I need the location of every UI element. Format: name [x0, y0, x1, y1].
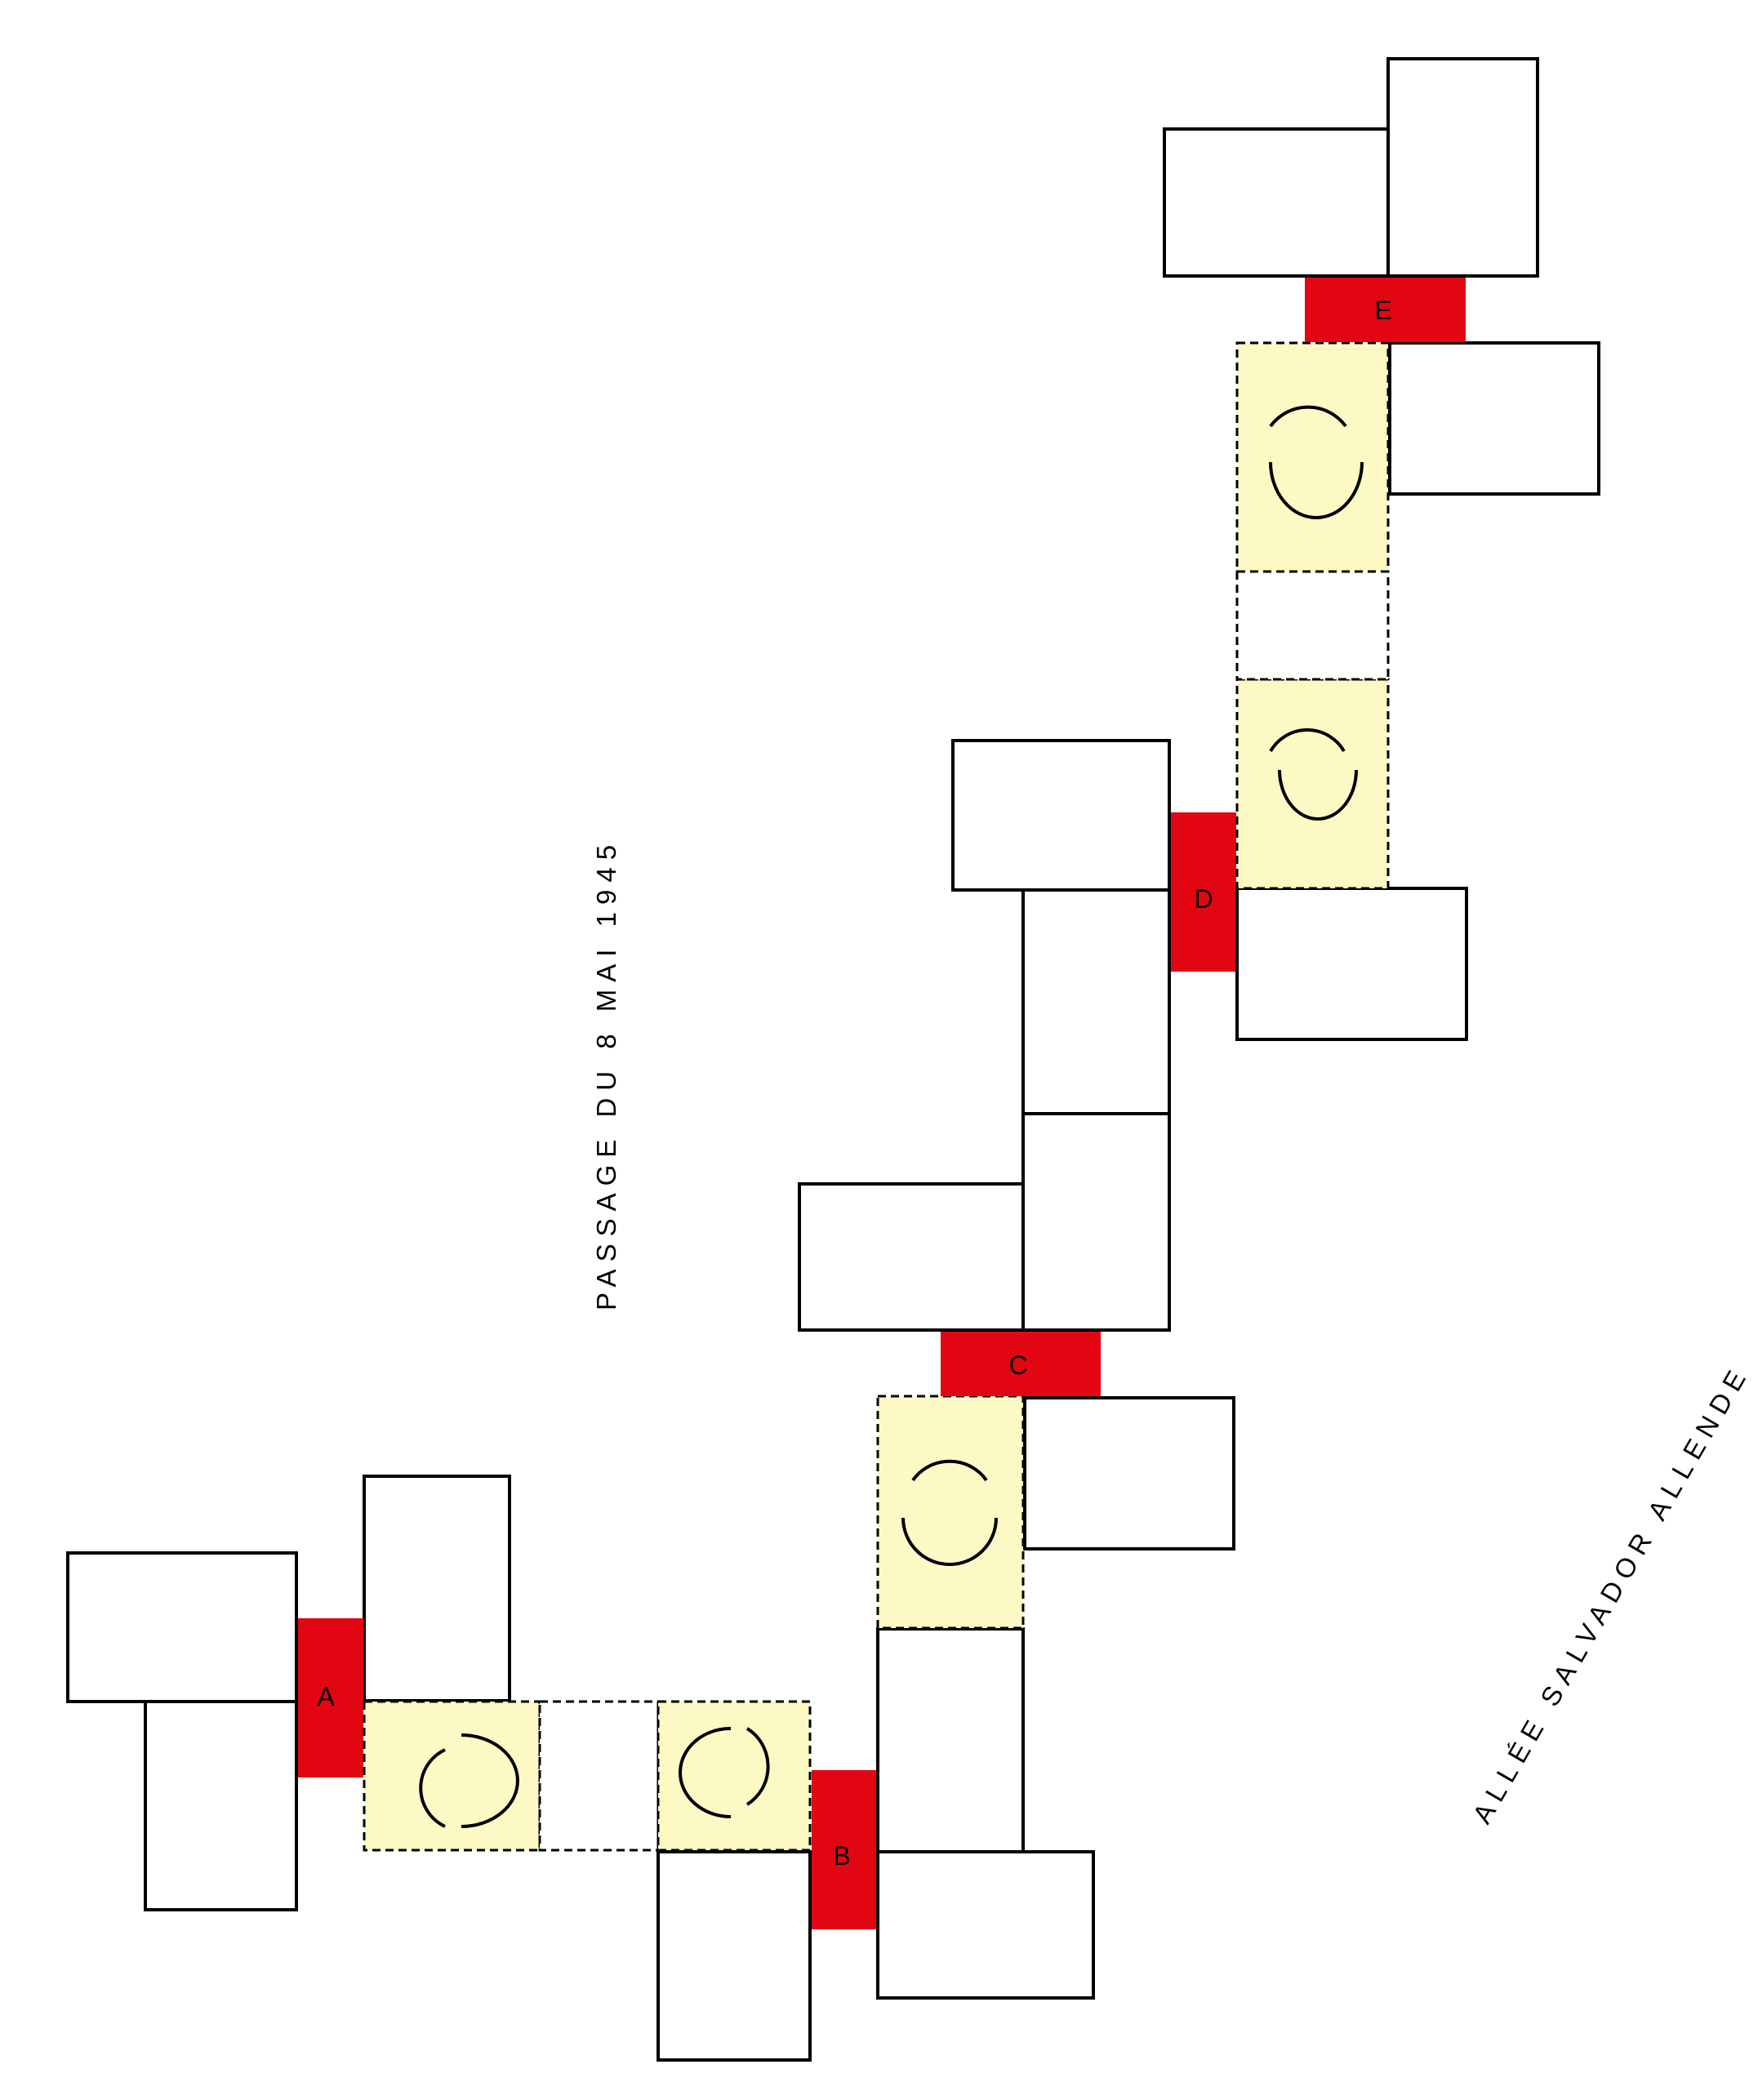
- courtyard-arc-left: [419, 1748, 446, 1828]
- connector-e: [1305, 277, 1466, 342]
- courtyard-arc-right: [461, 1733, 519, 1828]
- open-passage: [538, 1700, 660, 1852]
- building-block: [656, 1850, 812, 2062]
- connector-label-a: A: [317, 1682, 335, 1711]
- courtyard: [876, 1395, 1025, 1630]
- building-block: [876, 1850, 1095, 2000]
- courtyard: [1235, 341, 1390, 573]
- connector-b: [812, 1770, 876, 1929]
- courtyard: [1235, 678, 1390, 890]
- connector-d: [1171, 812, 1236, 972]
- connector-label-d: D: [1194, 884, 1213, 914]
- building-block: [363, 1475, 511, 1702]
- building-block: [951, 739, 1171, 892]
- building-block: [1388, 341, 1600, 496]
- courtyard: [363, 1700, 541, 1852]
- courtyard-arc-right: [901, 1517, 998, 1566]
- building-block: [66, 1551, 298, 1703]
- street-name-passage: PASSAGE DU 8 MAI 1945: [591, 838, 621, 1310]
- courtyard-arc-left: [1269, 728, 1346, 753]
- building-block: [144, 1700, 298, 1911]
- connector-label-e: E: [1374, 296, 1391, 325]
- connector-label-c: C: [1008, 1350, 1027, 1380]
- connector-label-b: B: [833, 1841, 850, 1871]
- courtyard-arc-left: [1269, 405, 1347, 428]
- courtyard-arc-right: [745, 1727, 770, 1806]
- connector-c: [941, 1332, 1101, 1396]
- open-passage: [1235, 570, 1390, 681]
- connector-a: [298, 1618, 363, 1777]
- courtyard: [656, 1700, 812, 1852]
- building-block: [1163, 127, 1390, 278]
- building-block: [1021, 1112, 1171, 1332]
- courtyard-arc-right: [1269, 461, 1364, 519]
- building-block: [1235, 887, 1468, 1041]
- courtyard-arc-left: [679, 1727, 732, 1818]
- building-block: [876, 1627, 1025, 1853]
- courtyard-arc-left: [911, 1459, 988, 1482]
- building-block: [1021, 888, 1171, 1115]
- courtyard-arc-right: [1278, 769, 1358, 821]
- building-block: [1023, 1396, 1235, 1551]
- street-name-allee: ALLÉE SALVADOR ALLENDE: [1466, 1359, 1755, 1829]
- building-block: [1386, 57, 1539, 278]
- building-block: [798, 1182, 1025, 1332]
